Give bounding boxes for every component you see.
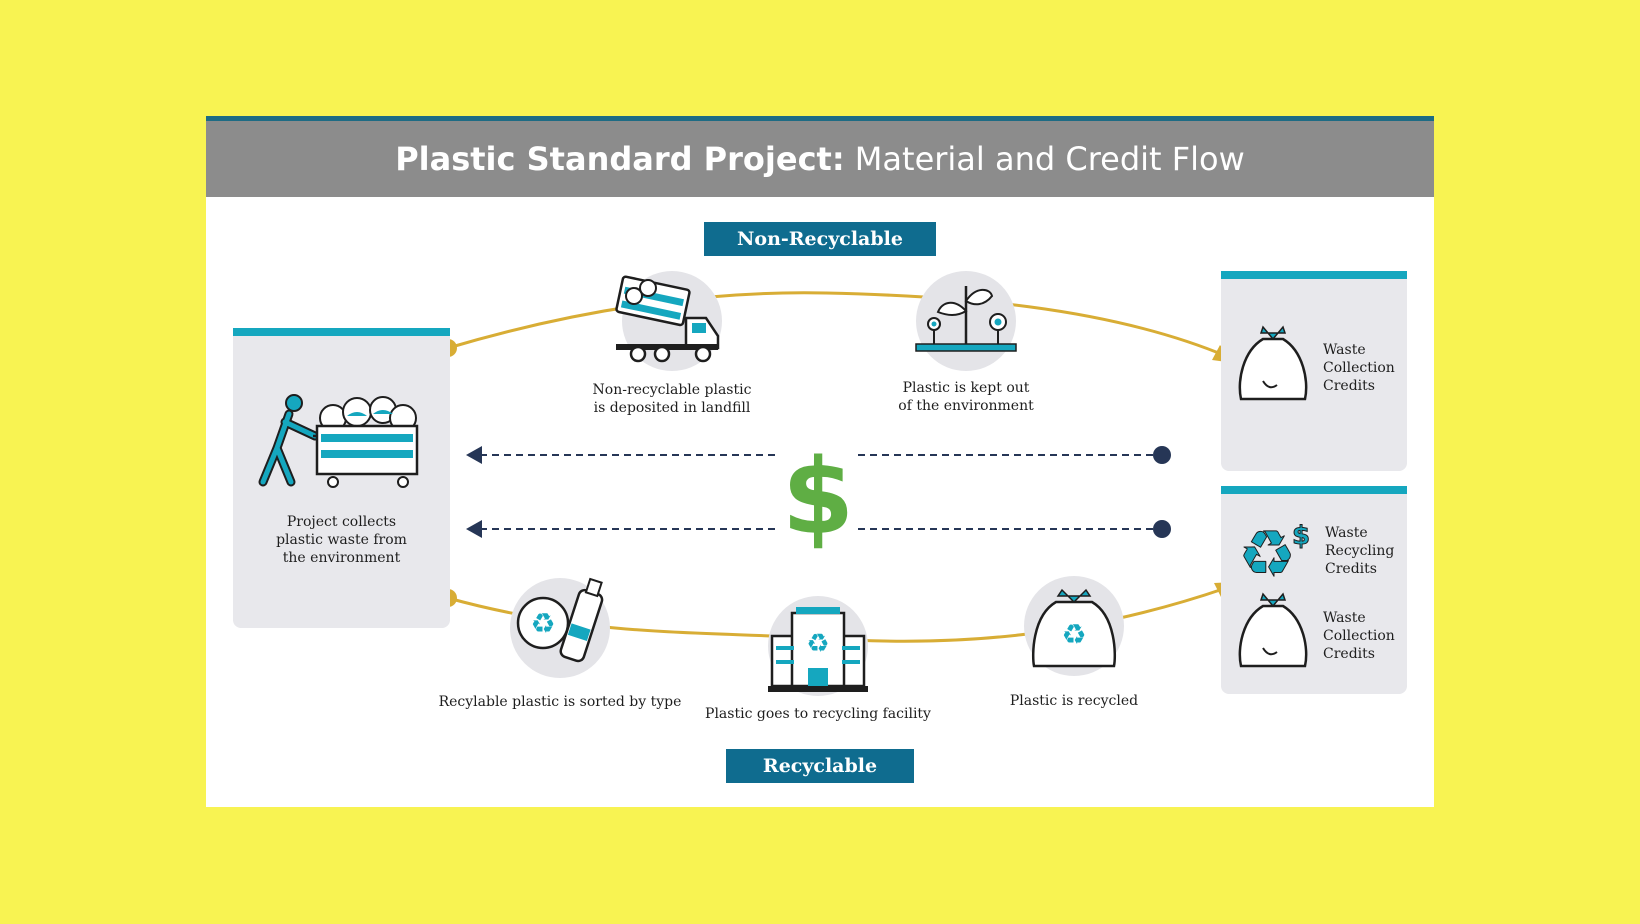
step-label-line: Plastic is recycled xyxy=(1009,693,1139,709)
title-light: Material and Credit Flow xyxy=(844,140,1245,178)
payment-arrowhead-top xyxy=(466,446,482,464)
payment-dot-bottom xyxy=(1153,520,1171,538)
credit-label-line: Waste xyxy=(1323,342,1366,358)
credit-label-line: Credits xyxy=(1325,561,1377,577)
payment-dot-top xyxy=(1153,446,1171,464)
credit-label-line: Credits xyxy=(1323,646,1375,662)
step-label-line: Plastic is kept out xyxy=(902,380,1030,396)
source-label-line: Project collects xyxy=(286,514,397,530)
svg-text:♻: ♻ xyxy=(530,607,555,640)
plant-icon xyxy=(915,271,1017,371)
title-bold: Plastic Standard Project: xyxy=(395,140,845,178)
credits-panel-top: Waste Collection Credits xyxy=(1221,271,1407,471)
step-label-line: Recylable plastic is sorted by type xyxy=(438,694,682,710)
svg-text:♻: ♻ xyxy=(1061,618,1086,651)
person-cart-icon xyxy=(258,394,419,488)
tag-non-recyclable: Non-Recyclable Plastic xyxy=(704,222,936,284)
dollar-sign-icon: $ xyxy=(782,436,854,558)
tag-recyclable: Recyclable Plastic xyxy=(726,749,914,811)
source-label: Project collects plastic waste from the … xyxy=(233,513,450,567)
svg-text:♻: ♻ xyxy=(1238,518,1295,592)
title-bar: Plastic Standard Project: Material and C… xyxy=(206,116,1434,197)
credit-label-line: Waste xyxy=(1325,525,1368,541)
credit-label-line: Collection xyxy=(1323,360,1395,376)
source-panel-accent xyxy=(233,328,450,336)
step-label-line: of the environment xyxy=(898,398,1034,414)
step-label-landfill: Non-recyclable plastic is deposited in l… xyxy=(572,381,772,417)
step-label-line: Non-recyclable plastic xyxy=(592,382,752,398)
source-panel: Project collects plastic waste from the … xyxy=(233,328,450,628)
waste-bag-icon xyxy=(1238,325,1308,401)
recycle-bag-icon: ♻ xyxy=(1024,576,1124,676)
step-label-facility: Plastic goes to recycling facility xyxy=(678,705,958,723)
step-label-line: Plastic goes to recycling facility xyxy=(705,706,931,722)
credit-label-collection: Waste Collection Credits xyxy=(1323,341,1407,395)
recycle-dollar-icon: ♻ $ xyxy=(1238,518,1311,593)
diagram-card: Plastic Standard Project: Material and C… xyxy=(206,116,1434,811)
recycling-facility-icon: ♻ xyxy=(768,596,868,696)
dump-truck-icon xyxy=(615,271,722,371)
svg-text:$: $ xyxy=(1292,521,1310,551)
credits-panel-bottom-accent xyxy=(1221,486,1407,494)
credit-label-recycling: Waste Recycling Credits xyxy=(1325,524,1409,578)
step-label-recycled: Plastic is recycled xyxy=(964,692,1184,710)
credit-label-line: Waste xyxy=(1323,610,1366,626)
waste-bag-icon xyxy=(1238,592,1308,668)
credit-label-collection: Waste Collection Credits xyxy=(1323,609,1407,663)
source-label-line: the environment xyxy=(282,550,401,566)
credit-label-line: Collection xyxy=(1323,628,1395,644)
non-recyclable-flow-line xyxy=(447,291,1227,358)
credit-label-line: Recycling xyxy=(1325,543,1395,559)
step-label-line: is deposited in landfill xyxy=(593,400,751,416)
svg-text:♻: ♻ xyxy=(806,629,829,659)
payment-arrowhead-bottom xyxy=(466,520,482,538)
credit-label-line: Credits xyxy=(1323,378,1375,394)
step-label-kept-out: Plastic is kept out of the environment xyxy=(866,379,1066,415)
source-label-line: plastic waste from xyxy=(276,532,407,548)
step-label-sorted: Recylable plastic is sorted by type xyxy=(420,693,700,711)
credits-panel-bottom: ♻ $ Waste Recycling Credits Waste Collec… xyxy=(1221,486,1407,694)
credits-panel-top-accent xyxy=(1221,271,1407,279)
flow-graphics: $ xyxy=(439,271,1235,696)
bottle-recycle-icon: ♻ xyxy=(510,577,610,678)
